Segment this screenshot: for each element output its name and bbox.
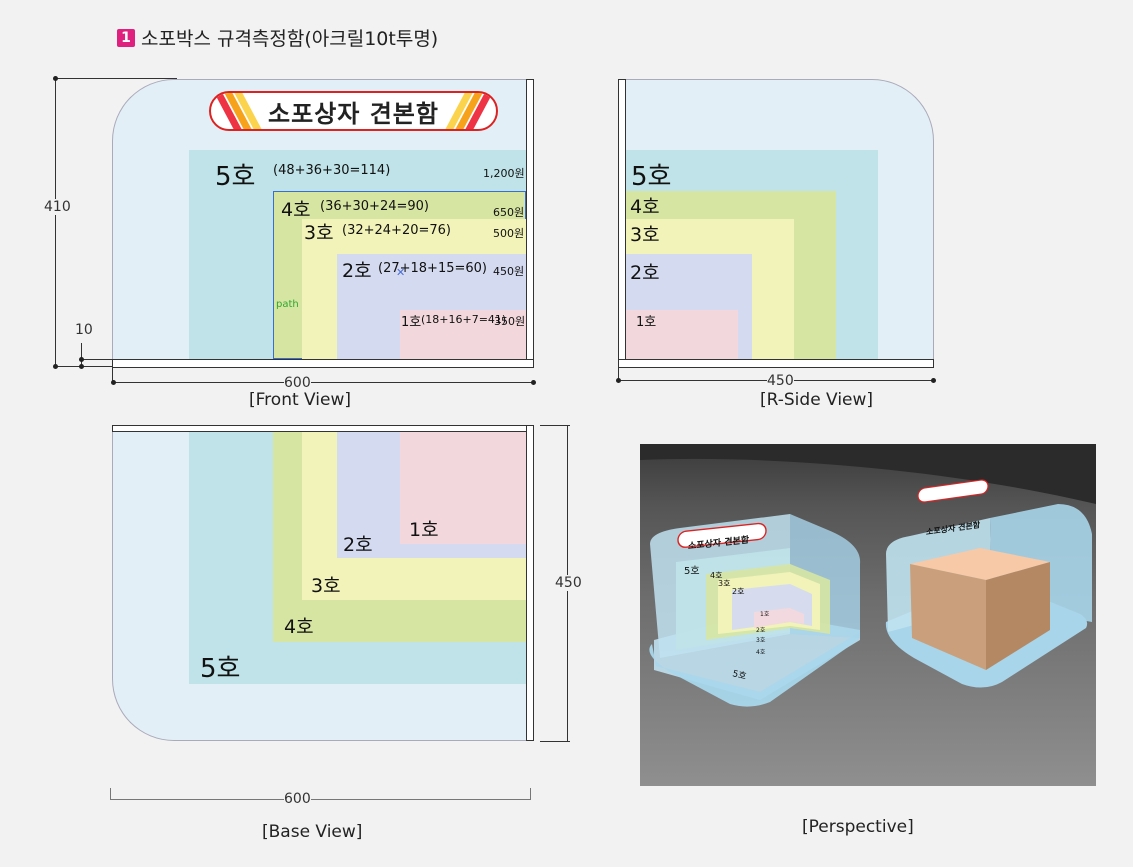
- front-size5-name: 5호: [215, 162, 256, 192]
- front-size5-formula: (48+36+30=114): [273, 163, 391, 178]
- base-size2-name: 2호: [343, 534, 373, 556]
- front-height-bottom-dot: [53, 364, 58, 369]
- side-size5-name: 5호: [631, 162, 672, 192]
- side-box-size1: [626, 310, 738, 359]
- perspective-label: [Perspective]: [802, 817, 914, 837]
- base-view-label: [Base View]: [262, 822, 363, 842]
- svg-text:4호: 4호: [710, 571, 722, 580]
- front-height-top-dot: [53, 76, 58, 81]
- section-title: 소포박스 규격측정함(아크릴10t투명): [141, 28, 439, 50]
- svg-text:4호: 4호: [756, 649, 766, 656]
- front-right-plate: [526, 79, 534, 368]
- svg-text:5호: 5호: [684, 565, 700, 577]
- perspective-illustration: 소포상자 견본함 5호 4호 3호 2호 1호 2호 3호 4호 5호 소포상자…: [640, 444, 1096, 707]
- base-box-size1: [400, 432, 526, 544]
- section-number-badge: 1: [117, 28, 135, 47]
- base-height-top-tick: [540, 425, 570, 426]
- side-size2-name: 2호: [630, 262, 660, 284]
- base-top-plate: [112, 425, 533, 432]
- front-size2-formula: (27+18+15=60): [378, 261, 487, 276]
- cursor-icon: ✕: [396, 266, 406, 279]
- front-view-label: [Front View]: [249, 390, 352, 410]
- front-width-label: 600: [284, 375, 311, 391]
- side-left-plate: [618, 79, 626, 368]
- front-width-right-dot: [531, 380, 536, 385]
- side-width-left-tick: [618, 368, 619, 382]
- base-width-dim-line: [110, 799, 531, 800]
- front-size4-formula: (36+30+24=90): [320, 199, 429, 214]
- base-width-left-tick: [110, 788, 111, 800]
- front-size4-price: 650원: [493, 206, 525, 219]
- front-base-top-tick: [81, 359, 113, 360]
- base-size3-name: 3호: [311, 575, 341, 597]
- front-size3-name: 3호: [304, 222, 334, 244]
- front-size1-name: 1호: [401, 315, 422, 330]
- side-size4-name: 4호: [630, 196, 660, 218]
- svg-text:3호: 3호: [718, 579, 730, 588]
- sample-box-banner: 소포상자 견본함: [209, 91, 498, 131]
- side-base-plate: [618, 359, 934, 368]
- svg-text:2호: 2호: [732, 587, 744, 596]
- front-base-dim-line: [81, 343, 82, 367]
- side-width-left-dot: [616, 378, 621, 383]
- base-height-bottom-tick: [540, 741, 570, 742]
- front-size1-price: 350원: [494, 315, 526, 328]
- svg-text:1호: 1호: [760, 611, 770, 618]
- front-size1-formula: (18+16+7=41): [421, 313, 507, 326]
- front-size5-price: 1,200원: [483, 167, 525, 180]
- base-size5-name: 5호: [200, 654, 241, 684]
- front-base-label: 10: [75, 322, 93, 338]
- front-base-plate: [112, 359, 534, 368]
- front-width-left-tick: [112, 368, 113, 384]
- front-size2-name: 2호: [342, 260, 372, 282]
- side-width-label: 450: [767, 373, 794, 389]
- side-width-right-dot: [931, 378, 936, 383]
- front-size3-price: 500원: [493, 227, 525, 240]
- front-box-size1: [400, 310, 526, 359]
- side-size1-name: 1호: [636, 315, 657, 330]
- base-right-plate: [526, 425, 534, 741]
- front-width-left-dot: [111, 380, 116, 385]
- front-height-bottom-tick: [55, 366, 113, 367]
- page-title: 1 소포박스 규격측정함(아크릴10t투명): [117, 24, 438, 51]
- svg-text:3호: 3호: [756, 637, 766, 644]
- front-size3-formula: (32+24+20=76): [342, 223, 451, 238]
- banner-text: 소포상자 견본함: [268, 99, 439, 128]
- svg-text:2호: 2호: [756, 627, 766, 634]
- front-size2-price: 450원: [493, 265, 525, 278]
- front-base-dot: [79, 357, 84, 362]
- front-height-label: 410: [44, 199, 71, 215]
- front-base-dot-bottom: [79, 364, 84, 369]
- side-size3-name: 3호: [630, 224, 660, 246]
- front-height-dim-line: [55, 78, 56, 367]
- base-size1-name: 1호: [409, 519, 439, 541]
- front-height-top-tick: [55, 78, 177, 79]
- front-width-dim-line: [113, 382, 534, 383]
- perspective-render: 소포상자 견본함 5호 4호 3호 2호 1호 2호 3호 4호 5호 소포상자…: [640, 444, 1096, 786]
- base-size4-name: 4호: [284, 616, 314, 638]
- side-view-label: [R-Side View]: [760, 390, 874, 410]
- base-height-label: 450: [555, 575, 582, 591]
- svg-text:5호: 5호: [731, 668, 747, 682]
- path-tag: path: [276, 299, 299, 310]
- base-width-label: 600: [284, 791, 311, 807]
- base-width-right-tick: [530, 788, 531, 800]
- front-size4-name: 4호: [281, 199, 311, 221]
